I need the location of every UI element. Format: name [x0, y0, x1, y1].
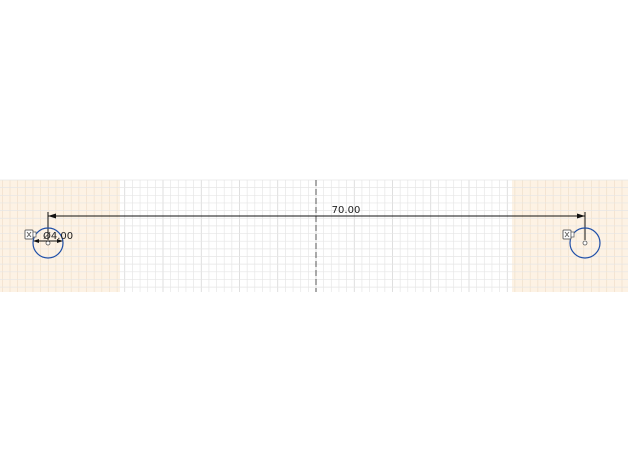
diameter-dimension-label[interactable]: Ø4.00 [43, 230, 73, 242]
fix-constraint-icon[interactable] [562, 229, 575, 240]
distance-dimension[interactable]: 70.00 [47, 205, 586, 240]
right-hole[interactable] [569, 227, 601, 259]
diameter-arrow-left [33, 239, 39, 243]
left-hole-circle[interactable] [32, 227, 64, 259]
dimension-arrow-left [48, 213, 56, 219]
distance-dimension-label[interactable]: 70.00 [332, 205, 361, 216]
right-hole-circle[interactable] [569, 227, 601, 259]
diameter-dimension[interactable]: Ø4.00 [33, 230, 73, 243]
left-hole[interactable] [32, 227, 64, 259]
left-profile-region [0, 180, 120, 292]
dimension-arrow-right [577, 213, 585, 219]
right-hole-center-point[interactable] [582, 240, 588, 246]
fix-constraint-icon[interactable] [24, 229, 37, 240]
diameter-arrow-right [57, 239, 63, 243]
sketch-grid [0, 179, 628, 292]
